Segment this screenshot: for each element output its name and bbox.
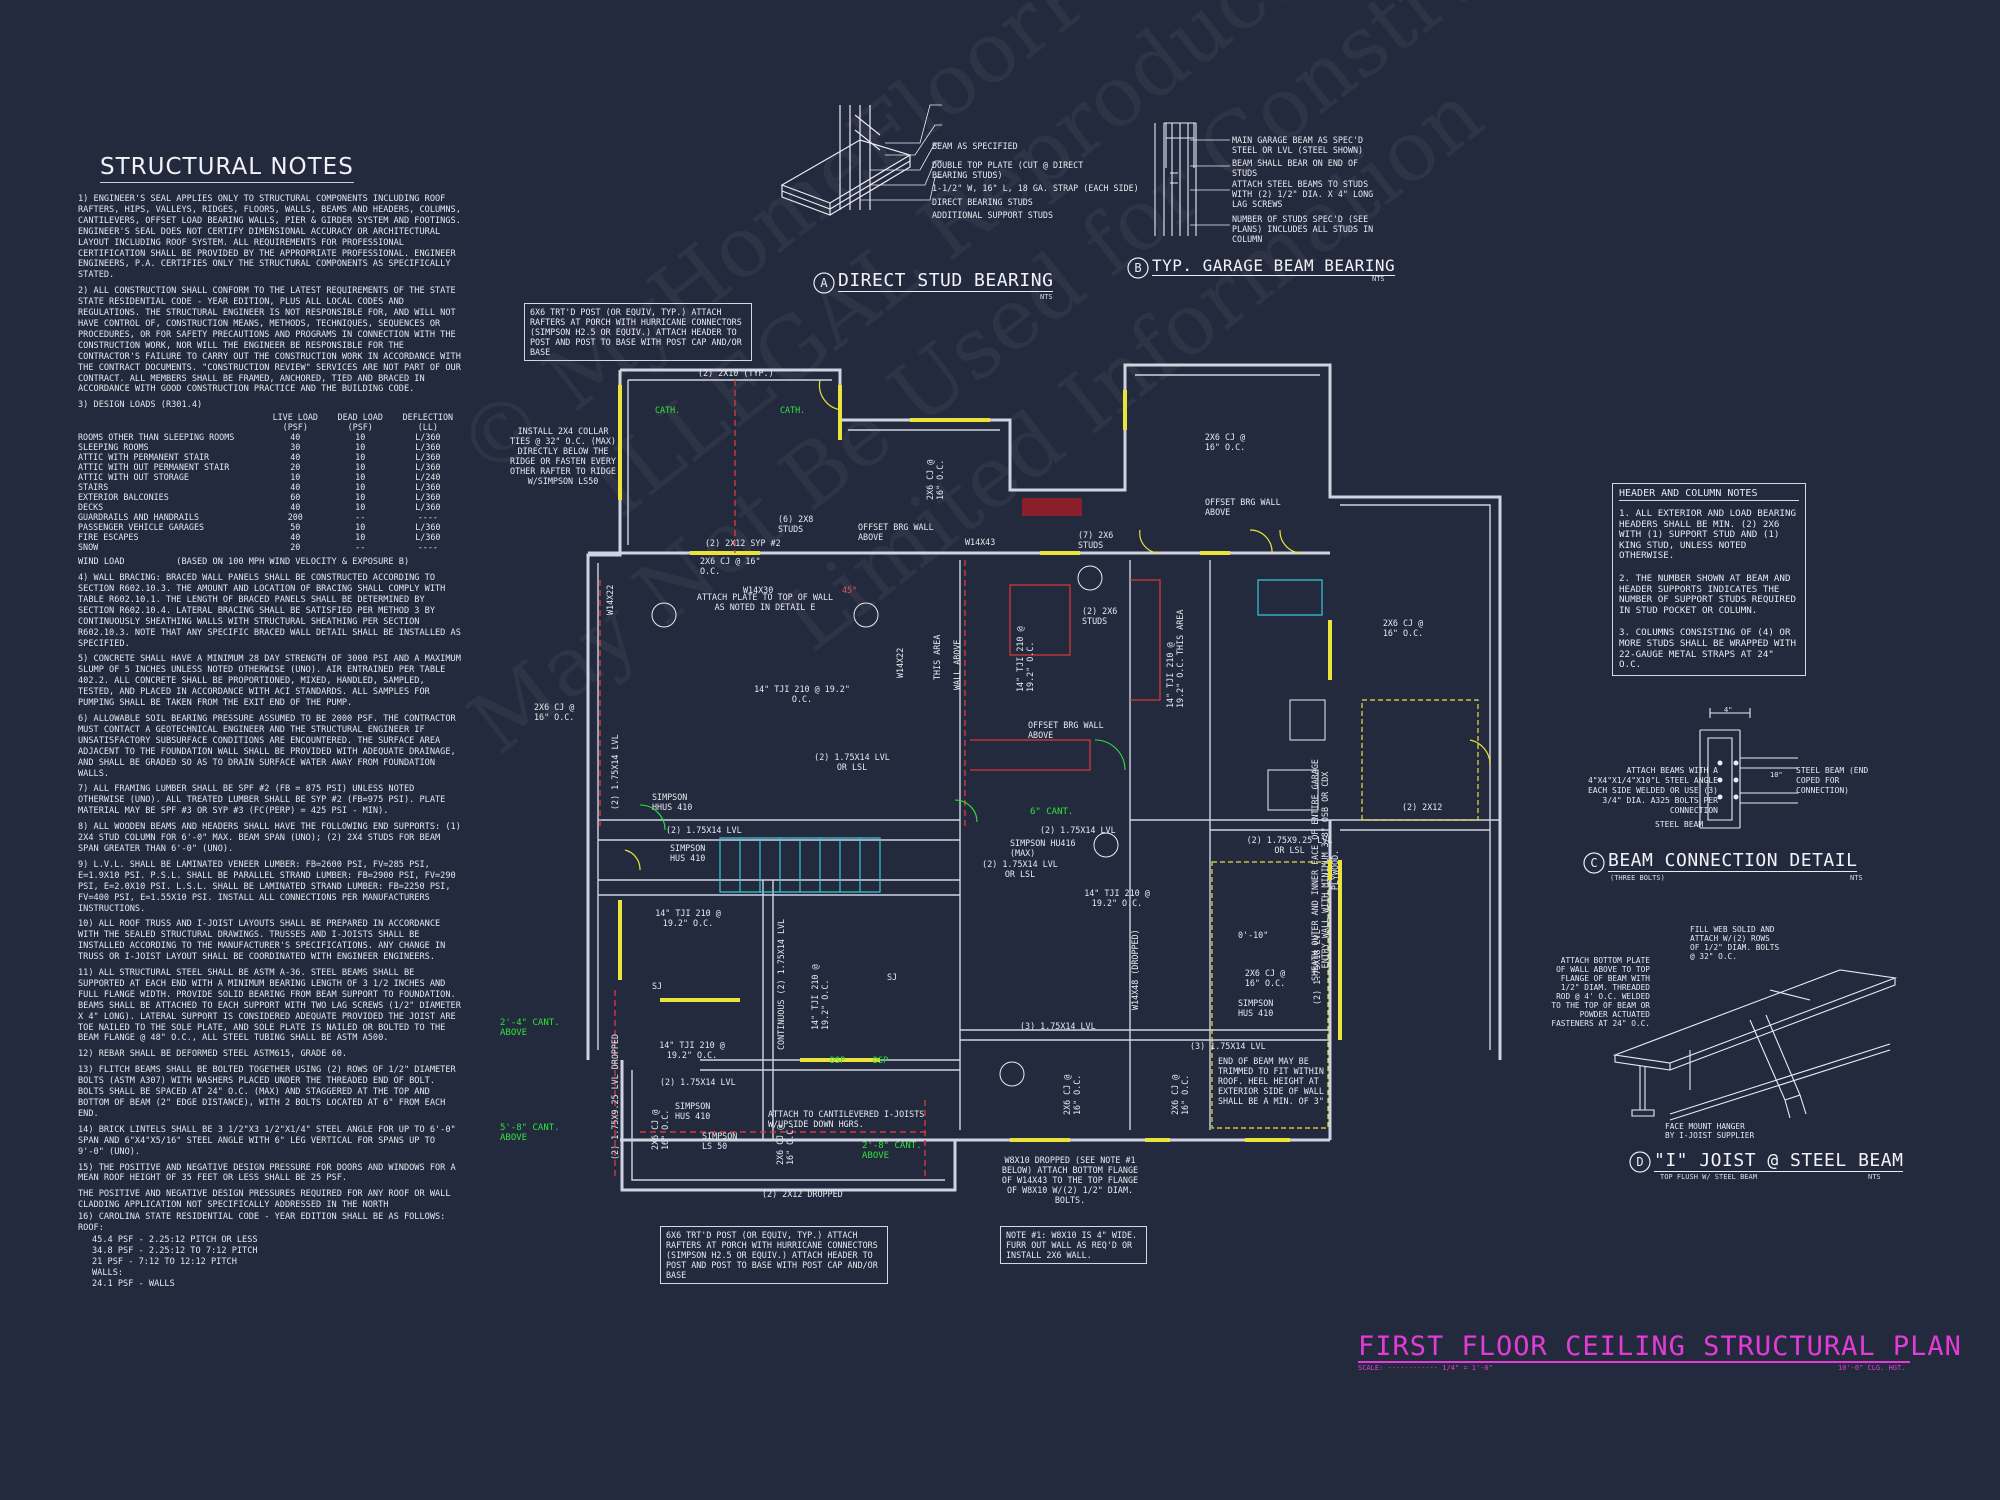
note-item: 1) ENGINEER'S SEAL APPLIES ONLY TO STRUC… bbox=[78, 194, 461, 281]
note-item: 2) ALL CONSTRUCTION SHALL CONFORM TO THE… bbox=[78, 286, 461, 395]
design-loads-table: LIVE LOAD (PSF) DEAD LOAD (PSF) DEFLECTI… bbox=[78, 412, 463, 552]
post-note-top: 6x6 TRT'D POST (OR EQUIV, TYP.) ATTACH R… bbox=[524, 303, 752, 361]
detail-a-drawing bbox=[780, 104, 942, 216]
note-item: 3) DESIGN LOADS (R301.4) bbox=[78, 400, 203, 411]
attach-plate-note: ATTACH PLATE TO TOP OF WALL AS NOTED IN … bbox=[696, 592, 834, 612]
plan-ceiling-height: 10'-0" CLG. HGT. bbox=[1838, 1364, 1906, 1372]
note-item: 6) ALLOWABLE SOIL BEARING PRESSURE ASSUM… bbox=[78, 714, 456, 779]
detail-a-marker-letter: A bbox=[820, 276, 828, 290]
detail-b-label: MAIN GARAGE BEAM AS SPEC'D STEEL OR LVL … bbox=[1232, 135, 1364, 155]
note-item: THE POSITIVE AND NEGATIVE DESIGN PRESSUR… bbox=[78, 1189, 451, 1211]
detail-d-sub: TOP FLUSH W/ STEEL BEAM bbox=[1660, 1173, 1757, 1181]
note-item: WIND LOAD (BASED ON 100 MPH WIND VELOCIT… bbox=[78, 557, 410, 568]
plan-scale: SCALE: ------------ 1/4" = 1'-0" bbox=[1358, 1364, 1493, 1372]
detail-b-marker-letter: B bbox=[1134, 261, 1142, 275]
detail-c-title: BEAM CONNECTION DETAIL bbox=[1608, 850, 1858, 872]
detail-c-label: STEEL BEAM bbox=[1655, 820, 1704, 829]
detail-c-drawing bbox=[1699, 708, 1798, 829]
header-notes-title: HEADER AND COLUMN NOTES bbox=[1619, 488, 1799, 501]
detail-c-marker-letter: C bbox=[1590, 856, 1598, 870]
note-item: 9) L.V.L. SHALL BE LAMINATED VENEER LUMB… bbox=[78, 859, 456, 914]
detail-b-marker bbox=[1127, 257, 1149, 279]
w8x10-note: W8x10 DROPPED (SEE NOTE #1 BELOW) ATTACH… bbox=[1001, 1155, 1139, 1205]
detail-a-title: DIRECT STUD BEARING bbox=[838, 270, 1054, 292]
detail-c-nts: NTS bbox=[1850, 874, 1863, 882]
note-item: 4) WALL BRACING: BRACED WALL PANELS SHAL… bbox=[78, 573, 461, 649]
detail-c-dim: 4" bbox=[1724, 706, 1733, 714]
detail-a-label: DOUBLE TOP PLATE (CUT @ DIRECT BEARING S… bbox=[932, 160, 1084, 180]
note-item: 8) ALL WOODEN BEAMS AND HEADERS SHALL HA… bbox=[78, 822, 461, 854]
detail-d-label: FACE MOUNT HANGER BY I-JOIST SUPPLIER bbox=[1665, 1122, 1755, 1140]
detail-c-marker bbox=[1583, 852, 1605, 874]
detail-b-drawing bbox=[1154, 122, 1197, 236]
note-item: 11) ALL STRUCTURAL STEEL SHALL BE ASTM A… bbox=[78, 968, 461, 1044]
detail-a-nts: NTS bbox=[1040, 293, 1053, 301]
detail-a-label: 1-1/2" W, 16" L, 18 GA. STRAP (EACH SIDE… bbox=[932, 183, 1139, 193]
detail-c-sub: (THREE BOLTS) bbox=[1610, 874, 1665, 882]
collar-tie-note: INSTALL 2x4 COLLAR TIES @ 32" O.C. (MAX)… bbox=[510, 426, 616, 486]
note-item: 13) FLITCH BEAMS SHALL BE BOLTED TOGETHE… bbox=[78, 1065, 456, 1119]
plan-title: FIRST FLOOR CEILING STRUCTURAL PLAN bbox=[1358, 1331, 1962, 1362]
cantilever-note: ATTACH TO CANTILEVERED I-JOISTS w/UPSIDE… bbox=[768, 1109, 925, 1129]
detail-b-title: TYP. GARAGE BEAM BEARING bbox=[1152, 256, 1396, 276]
detail-b-label: BEAM SHALL BEAR ON END OF STUDS bbox=[1232, 158, 1359, 178]
end-of-beam-note: END OF BEAM MAY BE TRIMMED TO FIT WITHIN… bbox=[1218, 1056, 1324, 1106]
detail-a-marker bbox=[813, 272, 835, 294]
detail-d-label: FILL WEB SOLID AND ATTACH w/(2) ROWS OF … bbox=[1690, 925, 1780, 961]
detail-d-title: "I" JOIST @ STEEL BEAM bbox=[1654, 1150, 1904, 1172]
detail-b-leaders bbox=[1190, 139, 1230, 226]
note-item: 45.4 PSF - 2.25:12 PITCH OR LESS 34.8 PS… bbox=[92, 1234, 258, 1289]
detail-b-label: ATTACH STEEL BEAMS TO STUDS WITH (2) 1/2… bbox=[1232, 179, 1374, 209]
detail-d-nts: NTS bbox=[1868, 1173, 1881, 1181]
note-item: 7) ALL FRAMING LUMBER SHALL BE SPF #2 (F… bbox=[78, 784, 446, 817]
note-1: NOTE #1: W8x10 IS 4" WIDE. FURR OUT WALL… bbox=[1000, 1226, 1147, 1264]
note-item: 10) ALL ROOF TRUSS AND I-JOIST LAYOUTS S… bbox=[78, 919, 446, 963]
note-item: 15) THE POSITIVE AND NEGATIVE DESIGN PRE… bbox=[78, 1162, 456, 1184]
detail-c-label: ATTACH BEAMS WITH A 4"x4"x1/4"x10"L STEE… bbox=[1587, 766, 1718, 815]
plan-title-underline bbox=[1358, 1361, 1910, 1363]
note-item: 14) BRICK LINTELS SHALL BE 3 1/2"x3 1/2"… bbox=[78, 1124, 456, 1157]
post-note-bottom: 6x6 TRT'D POST (OR EQUIV, TYP.) ATTACH R… bbox=[660, 1226, 888, 1284]
note-item: 12) REBAR SHALL BE DEFORMED STEEL ASTM61… bbox=[78, 1049, 348, 1060]
detail-a-label: BEAM AS SPECIFIED bbox=[932, 141, 1018, 151]
note-item: 5) CONCRETE SHALL HAVE A MINIMUM 28 DAY … bbox=[78, 654, 461, 709]
structural-notes-title: STRUCTURAL NOTES bbox=[100, 154, 354, 183]
detail-c-label: STEEL BEAM (END COPED FOR CONNECTION) bbox=[1796, 766, 1869, 795]
table-row: LIVE LOAD (PSF) DEAD LOAD (PSF) DEFLECTI… bbox=[272, 412, 454, 433]
detail-d-marker bbox=[1629, 1151, 1651, 1173]
detail-c-label: 10" bbox=[1770, 771, 1783, 779]
detail-a-label: ADDITIONAL SUPPORT STUDS bbox=[932, 210, 1054, 220]
detail-d-drawing bbox=[1612, 969, 1898, 1121]
detail-b-nts: NTS bbox=[1372, 275, 1385, 283]
note-item: 16) CAROLINA STATE RESIDENTIAL CODE - YE… bbox=[78, 1212, 446, 1234]
header-column-notes: HEADER AND COLUMN NOTES 1. ALL EXTERIOR … bbox=[1612, 483, 1806, 676]
structural-notes: 1) ENGINEER'S SEAL APPLIES ONLY TO STRUC… bbox=[78, 194, 463, 1295]
detail-a-label: DIRECT BEARING STUDS bbox=[932, 197, 1033, 207]
detail-d-label: ATTACH BOTTOM PLATE OF WALL ABOVE TO TOP… bbox=[1551, 956, 1650, 1028]
detail-b-label: NUMBER OF STUDS SPEC'D (SEE PLANS) INCLU… bbox=[1232, 214, 1374, 244]
detail-d-marker-letter: D bbox=[1636, 1155, 1644, 1169]
